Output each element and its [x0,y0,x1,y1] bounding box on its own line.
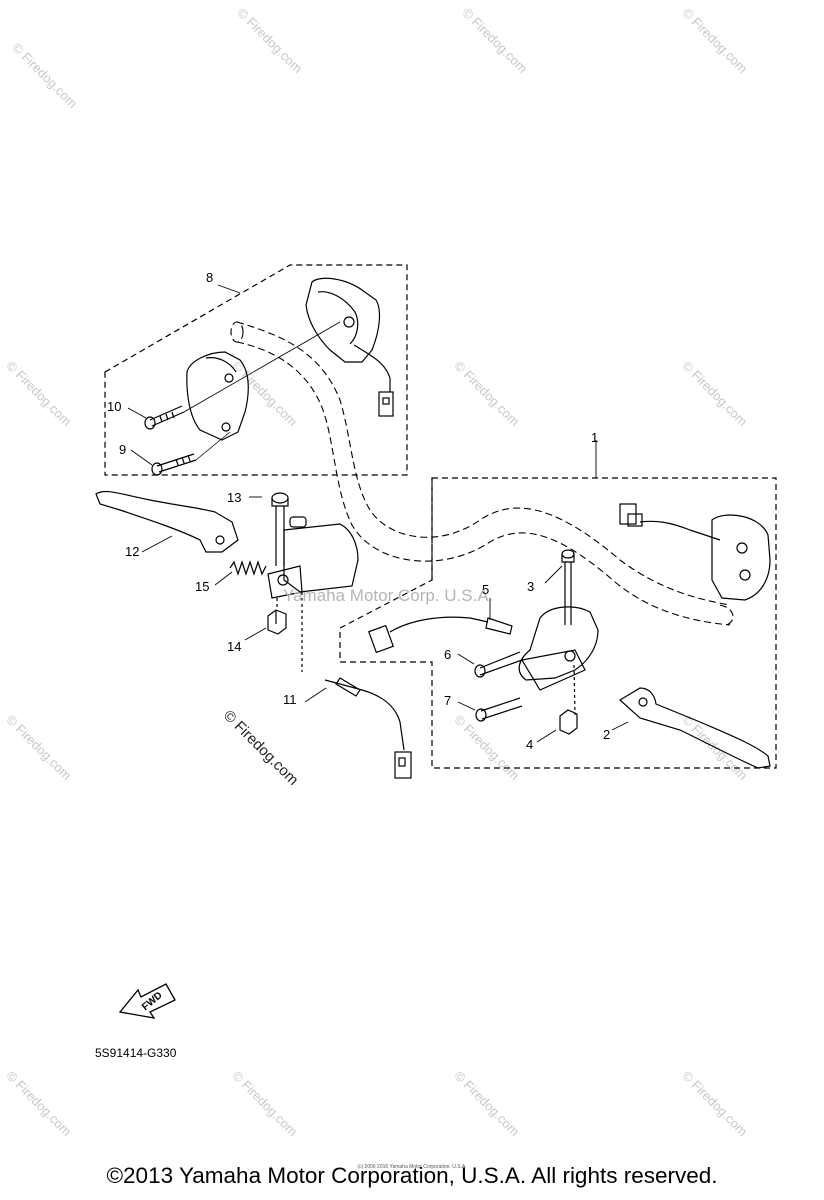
callout-4: 4 [526,737,534,752]
callout-1: 1 [591,430,599,445]
group-box-8 [104,264,408,476]
callout-11: 11 [283,692,297,707]
callout-8: 8 [206,270,214,285]
callout-2: 2 [603,727,611,742]
callout-14: 14 [227,639,242,654]
callout-12: 12 [125,544,140,559]
part-code: 5S91414-G330 [95,1046,177,1060]
screw-10 [144,405,185,430]
callout-5: 5 [482,582,490,597]
clutch-lever-12 [95,490,239,553]
screw-6 [474,651,523,678]
callout-leaders [127,284,629,743]
right-switch-upper [619,503,771,601]
fwd-arrow-icon [118,983,176,1019]
center-watermark: Yamaha Motor Corp. U.S.A. [283,586,494,605]
brake-switch-5 [368,616,513,654]
spring-15 [229,560,267,576]
handlebar [230,321,734,627]
callout-10: 10 [107,399,122,414]
callout-6: 6 [444,647,452,662]
brake-lever-holder [518,606,599,716]
bolt-3 [561,549,575,625]
group-box-1 [339,477,777,769]
clutch-switch-11 [301,592,412,779]
tiny-copyright: (c) 2006 2016 Yamaha Motor Corporation, … [357,1164,467,1170]
brake-lever-2 [618,687,771,769]
screw-7 [475,697,523,722]
callout-15: 15 [195,579,210,594]
nut-14 [267,598,287,635]
copyright-notice: ©2013 Yamaha Motor Corporation, U.S.A. A… [106,1163,718,1188]
callout-3: 3 [527,579,535,594]
bolt-13 [271,492,289,566]
left-switch-upper [305,277,394,417]
nut-4 [559,709,578,735]
callout-7: 7 [444,693,452,708]
left-switch-lower [186,351,249,441]
callout-13: 13 [227,490,242,505]
callout-9: 9 [119,442,127,457]
screw-9 [151,453,197,476]
